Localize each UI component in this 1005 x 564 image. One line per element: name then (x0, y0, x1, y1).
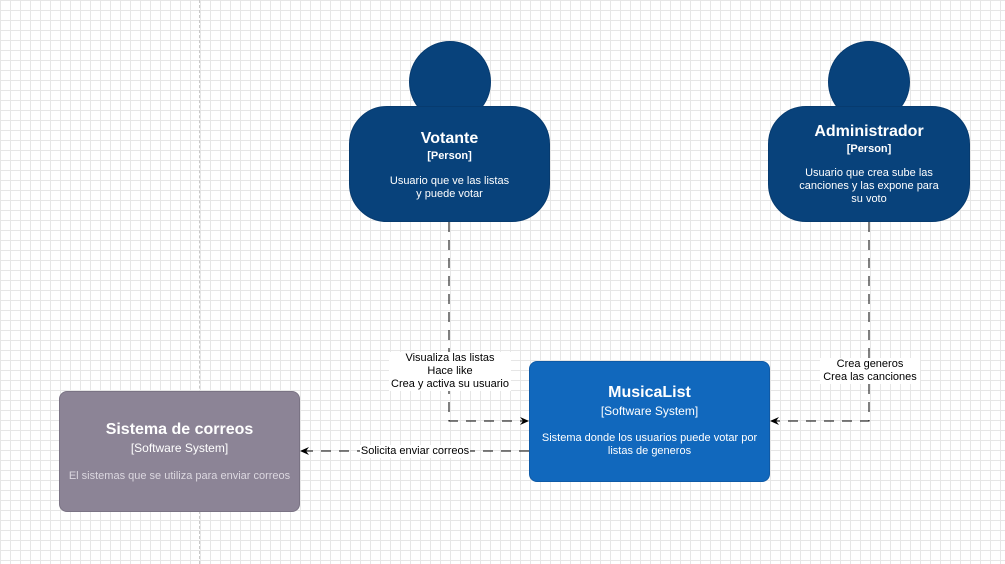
edge-label-admin-to-musicalist: Crea generos Crea las canciones (820, 358, 920, 384)
person-votante[interactable]: Votante [Person] Usuario que ve las list… (349, 41, 550, 222)
system-correos-title: Sistema de correos (105, 421, 254, 438)
person-votante-desc-line: y puede votar (416, 188, 483, 200)
system-correos[interactable]: Sistema de correos [Software System] El … (59, 391, 300, 512)
edge-label-line: Hace like (427, 365, 473, 377)
system-musicalist-desc-line: Sistema donde los usuarios puede votar p… (541, 432, 758, 444)
person-administrador-desc-line: canciones y las expone para (799, 180, 939, 192)
person-administrador-desc-line: su voto (851, 193, 887, 205)
edge-label-musicalist-to-correos: Solicita enviar correos (360, 445, 470, 458)
edge-label-line: Solicita enviar correos (360, 445, 470, 457)
person-administrador-body: Administrador [Person] Usuario que crea … (768, 106, 970, 222)
system-musicalist[interactable]: MusicaList [Software System] Sistema don… (529, 361, 770, 482)
system-musicalist-stereotype: [Software System] (600, 404, 699, 418)
person-votante-body: Votante [Person] Usuario que ve las list… (349, 106, 550, 222)
edge-label-line: Crea las canciones (823, 371, 917, 383)
system-musicalist-title: MusicaList (608, 384, 691, 401)
system-correos-desc-line: El sistemas que se utiliza para enviar c… (68, 470, 291, 482)
edge-admin-to-musicalist[interactable] (770, 222, 870, 425)
edge-label-votante-to-musicalist: Visualiza las listas Hace like Crea y ac… (389, 352, 511, 391)
person-administrador[interactable]: Administrador [Person] Usuario que crea … (768, 41, 970, 222)
page-guide-line (199, 0, 200, 564)
edge-votante-to-musicalist[interactable] (448, 222, 529, 425)
person-votante-stereotype: [Person] (427, 150, 472, 162)
person-administrador-desc-line: Usuario que crea sube las (805, 167, 933, 179)
person-votante-desc-line: Usuario que ve las listas (389, 175, 510, 187)
edge-label-line: Crea generos (836, 358, 904, 370)
person-administrador-stereotype: [Person] (846, 143, 892, 155)
edge-label-line: Visualiza las listas (405, 352, 495, 364)
person-votante-title: Votante (420, 130, 479, 147)
edge-label-line: Crea y activa su usuario (391, 378, 509, 390)
system-correos-stereotype: [Software System] (130, 441, 229, 455)
system-musicalist-desc-line: listas de generos (607, 445, 692, 457)
person-administrador-title: Administrador (814, 123, 924, 140)
